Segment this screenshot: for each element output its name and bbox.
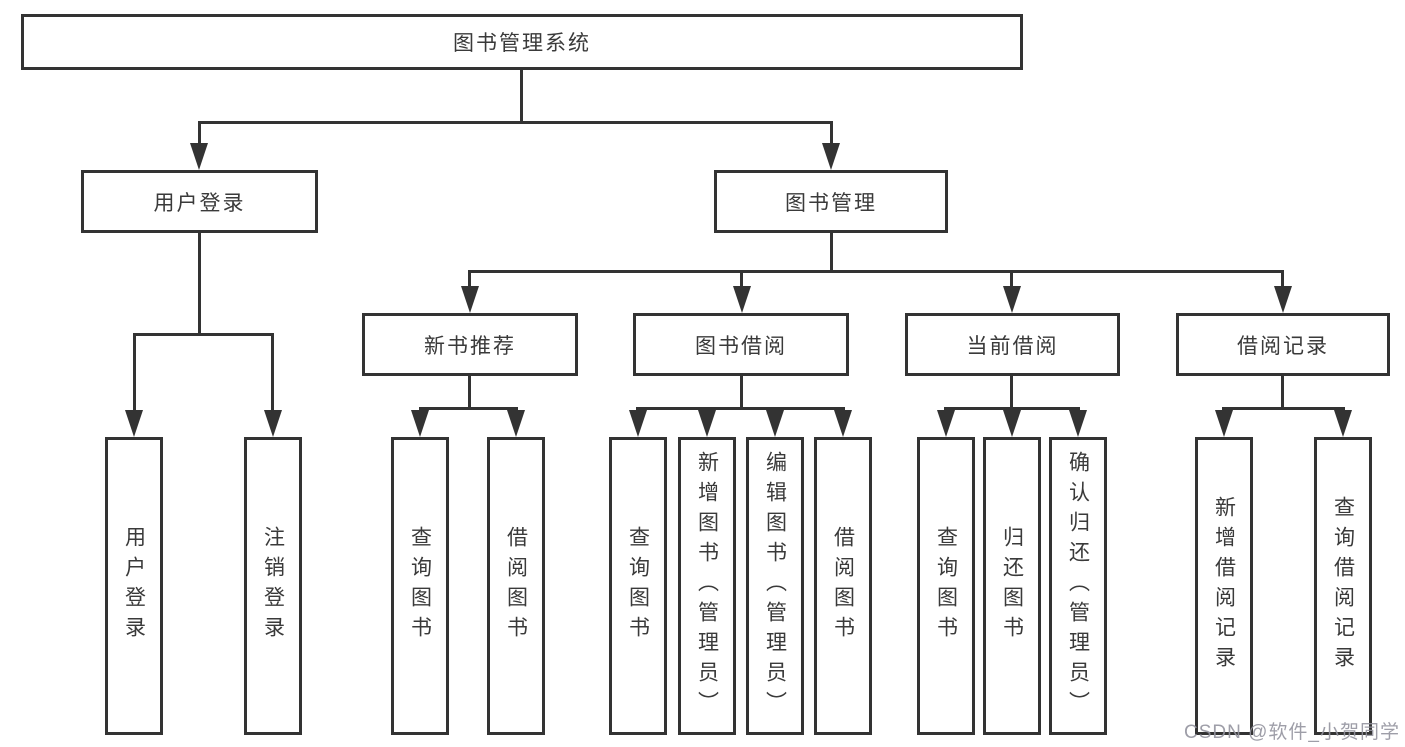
leaf-bb-query-book-label: 查询图书 [626,526,650,646]
node-borrow-records-label: 借阅记录 [1237,334,1329,358]
connector-nbr-vertical [468,376,471,408]
connector-br-horizontal [1222,407,1345,410]
leaf-cb-return-book: 归还图书 [983,437,1041,735]
leaf-bb-borrow-book-label: 借阅图书 [831,526,855,646]
connector-book-mgmt-stub-1 [468,270,471,287]
arrowhead-down-icon [822,143,840,170]
leaf-nbr-borrow-book-label: 借阅图书 [504,526,528,646]
connector-bb-vertical [740,376,743,408]
leaf-bb-borrow-book: 借阅图书 [814,437,872,735]
leaf-bb-query-book: 查询图书 [609,437,667,735]
connector-book-mgmt-stub-4 [1281,270,1284,287]
arrowhead-down-icon [937,410,955,437]
node-new-book-recommendation-label: 新书推荐 [424,334,516,358]
node-current-borrowing-label: 当前借阅 [966,334,1059,358]
connector-root-stub-right [830,121,833,144]
leaf-cb-query-book: 查询图书 [917,437,975,735]
csdn-watermark: CSDN @软件_小贺同学 [1184,722,1400,743]
node-book-management-label: 图书管理 [785,191,877,215]
connector-book-mgmt-stub-3 [1010,270,1013,287]
node-library-system: 图书管理系统 [21,14,1023,70]
arrowhead-down-icon [1215,410,1233,437]
node-new-book-recommendation: 新书推荐 [362,313,578,376]
connector-bb-horizontal [636,407,845,410]
leaf-bb-add-book-admin-label: 新增图书（管理员） [695,451,719,721]
leaf-cb-return-book-label: 归还图书 [1000,526,1024,646]
node-current-borrowing: 当前借阅 [905,313,1120,376]
leaf-br-add-record: 新增借阅记录 [1195,437,1253,735]
arrowhead-down-icon [411,410,429,437]
arrowhead-down-icon [1334,410,1352,437]
connector-root-vertical [520,70,523,122]
leaf-br-query-record: 查询借阅记录 [1314,437,1372,735]
leaf-nbr-query-book: 查询图书 [391,437,449,735]
connector-book-mgmt-stub-2 [740,270,743,287]
node-book-management: 图书管理 [714,170,948,233]
leaf-br-query-record-label: 查询借阅记录 [1331,496,1355,676]
arrowhead-down-icon [507,410,525,437]
connector-cb-horizontal [944,407,1080,410]
connector-user-login-stub-left [133,333,136,411]
connector-book-mgmt-horizontal [469,270,1284,273]
connector-root-stub-left [198,121,201,144]
arrowhead-down-icon [125,410,143,437]
leaf-logout-label: 注销登录 [261,526,285,646]
arrowhead-down-icon [264,410,282,437]
connector-user-login-horizontal [133,333,274,336]
arrowhead-down-icon [629,410,647,437]
connector-book-mgmt-vertical [830,233,833,272]
leaf-br-add-record-label: 新增借阅记录 [1212,496,1236,676]
node-book-borrowing: 图书借阅 [633,313,849,376]
arrowhead-down-icon [834,410,852,437]
leaf-cb-confirm-return-admin: 确认归还（管理员） [1049,437,1107,735]
connector-root-horizontal [198,121,833,124]
connector-cb-vertical [1010,376,1013,408]
arrowhead-down-icon [1003,286,1021,313]
arrowhead-down-icon [1069,410,1087,437]
leaf-bb-add-book-admin: 新增图书（管理员） [678,437,736,735]
leaf-nbr-query-book-label: 查询图书 [408,526,432,646]
arrowhead-down-icon [766,410,784,437]
leaf-user-login-label: 用户登录 [122,526,146,646]
leaf-cb-confirm-return-admin-label: 确认归还（管理员） [1066,451,1090,721]
connector-nbr-horizontal [419,407,518,410]
leaf-logout: 注销登录 [244,437,302,735]
arrowhead-down-icon [698,410,716,437]
node-borrow-records: 借阅记录 [1176,313,1390,376]
node-user-login: 用户登录 [81,170,318,233]
connector-user-login-vertical [198,233,201,334]
arrowhead-down-icon [733,286,751,313]
connector-br-vertical [1281,376,1284,408]
leaf-cb-query-book-label: 查询图书 [934,526,958,646]
leaf-bb-edit-book-admin-label: 编辑图书（管理员） [763,451,787,721]
arrowhead-down-icon [1003,410,1021,437]
arrowhead-down-icon [190,143,208,170]
node-library-system-label: 图书管理系统 [453,32,591,55]
arrowhead-down-icon [1274,286,1292,313]
arrowhead-down-icon [461,286,479,313]
leaf-bb-edit-book-admin: 编辑图书（管理员） [746,437,804,735]
connector-user-login-stub-right [271,333,274,411]
leaf-user-login: 用户登录 [105,437,163,735]
node-user-login-label: 用户登录 [153,191,246,215]
leaf-nbr-borrow-book: 借阅图书 [487,437,545,735]
node-book-borrowing-label: 图书借阅 [695,334,787,358]
